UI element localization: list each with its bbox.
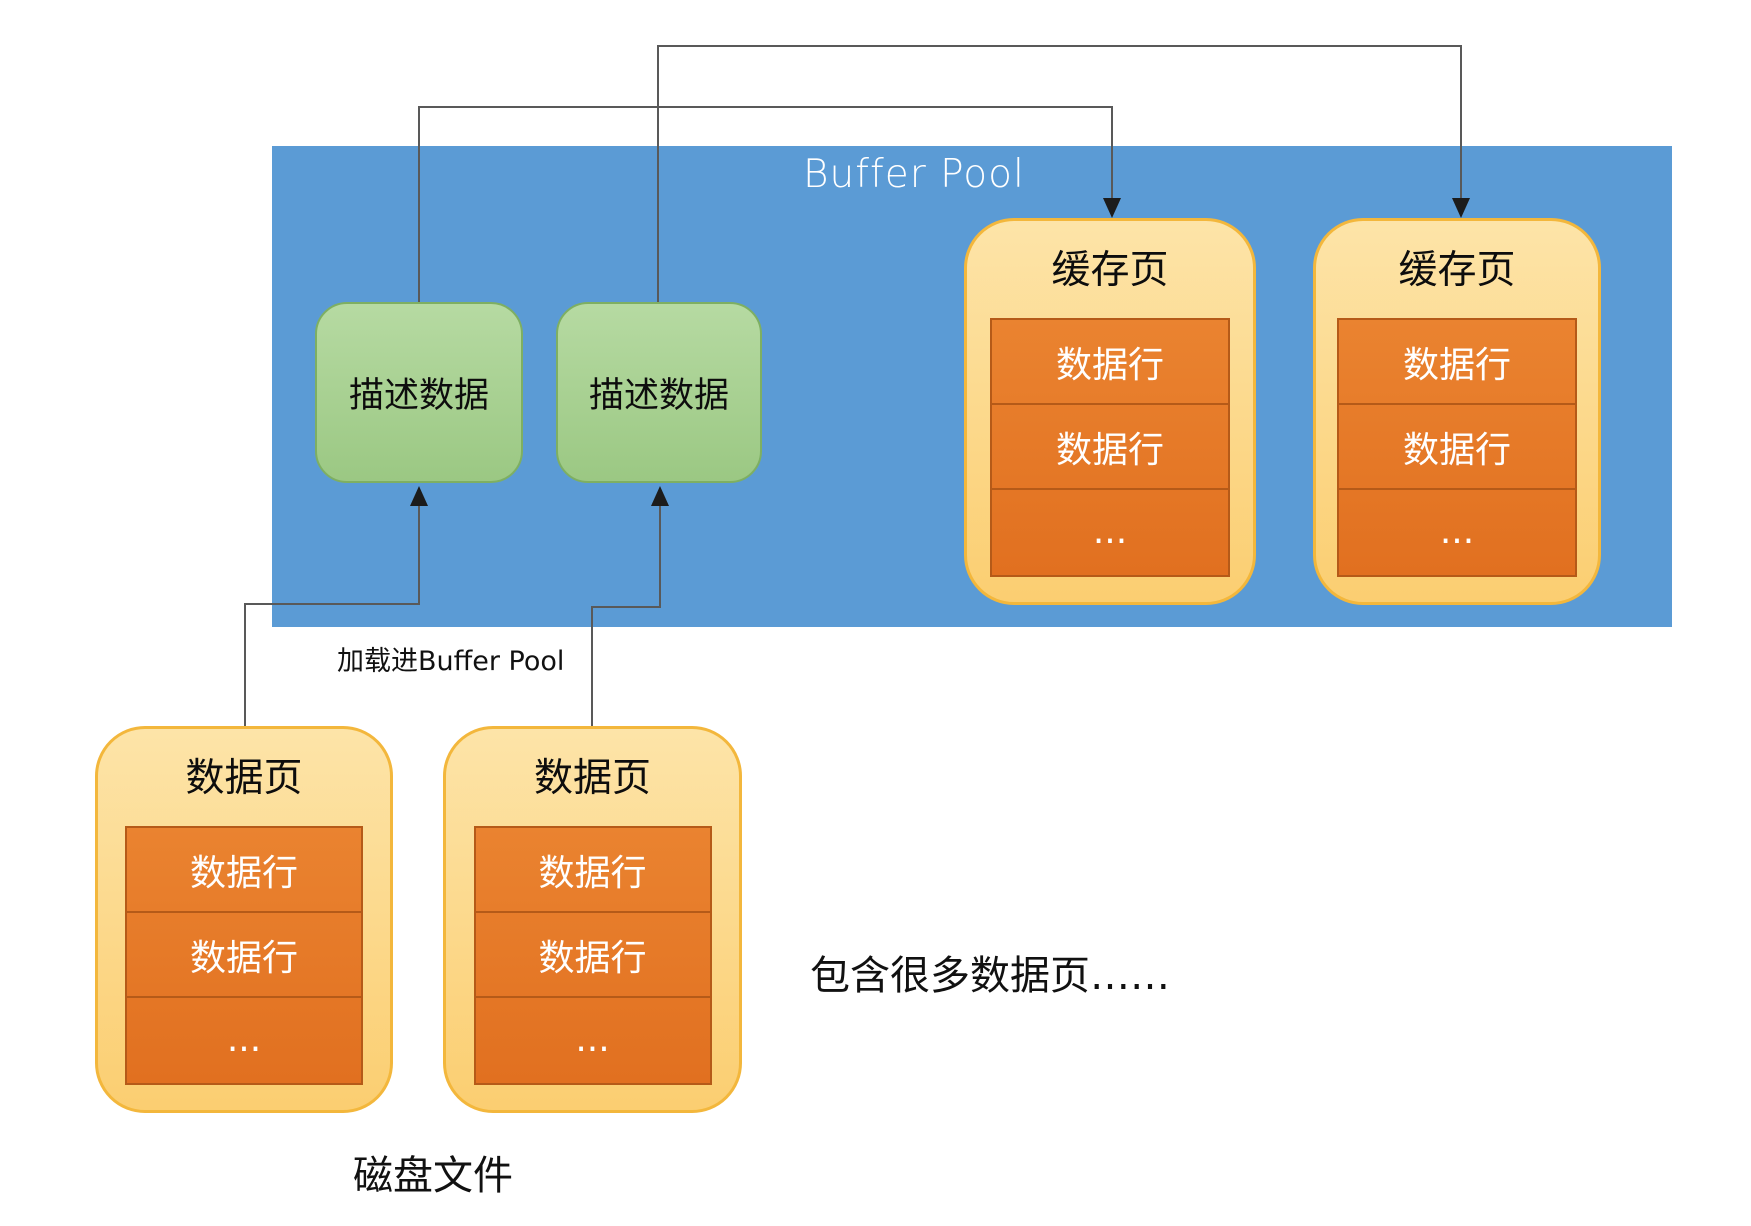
cache-page-box-2: 缓存页 数据行 数据行 ... <box>1313 218 1601 605</box>
data-row: 数据行 <box>475 913 710 998</box>
describe-data-box-1: 描述数据 <box>315 302 523 483</box>
data-row-ellipsis: ... <box>1439 511 1475 552</box>
cache-page-title: 缓存页 <box>1398 248 1516 293</box>
data-row: 数据行 <box>475 828 710 913</box>
data-row: 数据行 <box>127 828 361 913</box>
cache-page-title: 缓存页 <box>1051 248 1169 293</box>
data-row: 数据行 <box>1339 320 1575 405</box>
data-row-ellipsis: ... <box>226 1019 262 1060</box>
data-page-box-2: 数据页 数据行 数据行 ... <box>443 726 742 1113</box>
data-page-title: 数据页 <box>185 756 303 801</box>
describe-data-label: 描述数据 <box>588 376 729 416</box>
buffer-pool-title: Buffer Pool <box>803 152 1025 197</box>
cache-page-row-stack: 数据行 数据行 ... <box>990 318 1230 577</box>
data-row: 数据行 <box>992 320 1228 405</box>
cache-page-box-1: 缓存页 数据行 数据行 ... <box>964 218 1256 605</box>
disk-file-label: 磁盘文件 <box>353 1153 513 1199</box>
data-row: 数据行 <box>127 913 361 998</box>
data-row-ellipsis: ... <box>1092 511 1128 552</box>
data-page-row-stack: 数据行 数据行 ... <box>125 826 363 1085</box>
data-row-ellipsis: ... <box>575 1019 610 1060</box>
contains-many-pages-label: 包含很多数据页…… <box>810 953 1170 999</box>
data-page-title: 数据页 <box>533 756 651 801</box>
data-row: 数据行 <box>992 405 1228 490</box>
describe-data-box-2: 描述数据 <box>556 302 762 483</box>
load-into-buffer-pool-label: 加载进Buffer Pool <box>337 646 565 677</box>
data-row: 数据行 <box>1339 405 1575 490</box>
data-page-row-stack: 数据行 数据行 ... <box>473 826 712 1085</box>
cache-page-row-stack: 数据行 数据行 ... <box>1337 318 1577 577</box>
describe-data-label: 描述数据 <box>348 376 489 416</box>
data-page-box-1: 数据页 数据行 数据行 ... <box>95 726 393 1113</box>
